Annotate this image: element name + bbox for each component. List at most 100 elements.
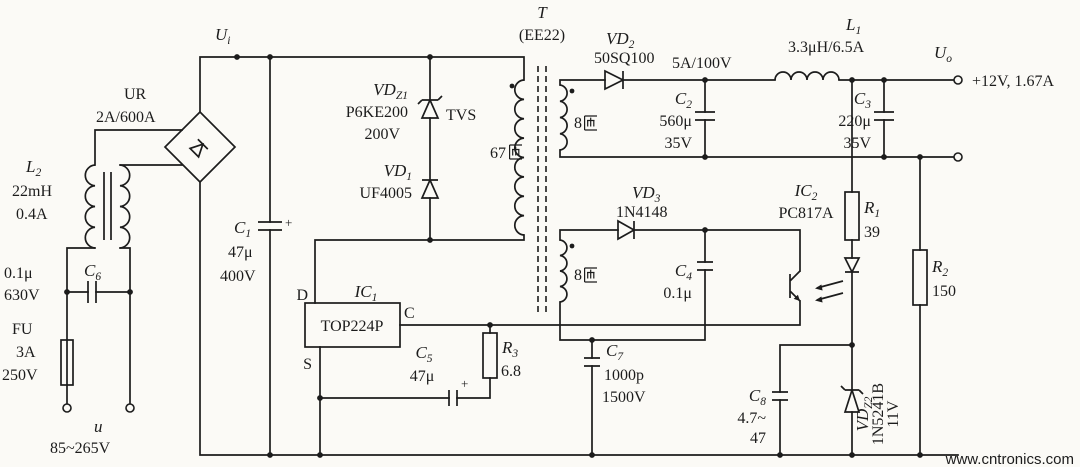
label-c3-value: 220μ xyxy=(838,113,871,130)
label-ic2: IC2 xyxy=(794,181,818,203)
label-primary-turns: 67 xyxy=(490,145,506,162)
opto-light-arrowhead-2 xyxy=(815,296,823,303)
label-ic2-part: PC817A xyxy=(778,205,834,222)
vd1-symbol xyxy=(420,177,440,199)
capacitor-c5 xyxy=(448,390,458,406)
label-vdz1-part: P6KE200 xyxy=(346,104,408,121)
label-fuse-current: 3A xyxy=(16,344,36,361)
label-vd2: VD2 xyxy=(606,29,635,51)
label-ic1: IC1 xyxy=(354,282,378,304)
label-r2-value: 150 xyxy=(932,283,956,300)
label-c4-value: 0.1μ xyxy=(663,285,692,302)
label-vd1-part: UF4005 xyxy=(360,185,412,202)
vd2-symbol xyxy=(604,69,625,91)
label-c2-voltage: 35V xyxy=(664,135,692,152)
c3-plates xyxy=(874,111,894,121)
label-vd1: VD1 xyxy=(384,161,412,183)
capacitor-c3 xyxy=(874,111,894,121)
bias-winding xyxy=(559,239,568,303)
vdz1-symbol xyxy=(417,95,443,119)
fuse-body xyxy=(60,339,74,386)
label-c8: C8 xyxy=(749,386,766,408)
primary-winding xyxy=(513,79,525,236)
label-c1-value: 47μ xyxy=(228,244,253,261)
label-tvs: TVS xyxy=(446,107,476,124)
common-mode-choke-l2 xyxy=(84,164,131,249)
label-vd3-part: 1N4148 xyxy=(616,204,668,221)
label-l1: L1 xyxy=(845,15,861,37)
l2-left-coil xyxy=(84,164,96,249)
label-l2: L2 xyxy=(25,157,41,179)
bulk-capacitor-c1 xyxy=(258,221,282,231)
circuit-wiring xyxy=(66,56,959,456)
label-c3: C3 xyxy=(854,89,871,111)
label-c8-value-1: 4.7~ xyxy=(737,410,766,427)
ac-input-terminals xyxy=(62,403,135,413)
resistor-r1 xyxy=(844,191,860,241)
zener-vdz2 xyxy=(840,385,864,413)
label-ac-range: 85~265V xyxy=(50,440,111,457)
secondary-polarity-dot xyxy=(569,88,575,94)
c6-plates xyxy=(87,281,97,303)
label-r1: R1 xyxy=(863,198,880,220)
primary-polarity-dot xyxy=(509,83,515,89)
label-vd2-rating: 5A/100V xyxy=(672,55,732,72)
opto-led xyxy=(843,257,861,274)
label-vdz1: VDZ1 xyxy=(373,80,408,102)
c8-plates xyxy=(772,391,788,401)
capacitor-c2 xyxy=(695,111,715,121)
resistor-r3 xyxy=(482,332,498,379)
transformer-t xyxy=(509,66,575,314)
c1-plates xyxy=(258,221,282,231)
label-fuse: FU xyxy=(12,321,33,338)
c7-plates xyxy=(584,357,600,367)
label-bias-turns: 8 xyxy=(574,267,582,284)
label-c7: C7 xyxy=(606,341,624,363)
opto-light-arrowhead-1 xyxy=(815,284,823,291)
transformer-core xyxy=(537,66,547,314)
label-ic1-part: TOP224P xyxy=(321,318,384,335)
label-c6-value: 0.1μ xyxy=(4,265,33,282)
label-c3-voltage: 35V xyxy=(843,135,871,152)
vd3-symbol xyxy=(617,219,636,241)
bridge-diamond xyxy=(163,110,237,184)
label-l1-value: 3.3μH/6.5A xyxy=(788,39,865,56)
c5-plates xyxy=(448,390,458,406)
optocoupler-ic2 xyxy=(789,257,861,303)
capacitor-c6 xyxy=(87,281,97,303)
output-terminal-plus xyxy=(953,75,963,85)
capacitor-c8 xyxy=(772,391,788,401)
label-c5-value: 47μ xyxy=(410,368,435,385)
watermark: www.cntronics.com xyxy=(945,451,1074,467)
c4-plates xyxy=(697,261,713,271)
diode-vd3 xyxy=(617,219,636,241)
label-l2-value: 22mH xyxy=(12,183,52,200)
diode-vd2 xyxy=(604,69,625,91)
label-c1-voltage: 400V xyxy=(220,268,256,285)
junction-dots xyxy=(64,54,923,458)
resistor-r2 xyxy=(912,249,928,306)
label-vdz1-voltage: 200V xyxy=(364,126,400,143)
output-terminal-return xyxy=(953,152,963,162)
capacitor-c4 xyxy=(697,261,713,271)
label-pin-d: D xyxy=(296,287,308,304)
label-ur: UR xyxy=(124,86,147,103)
label-vd3: VD3 xyxy=(632,183,661,205)
label-c1: C1 xyxy=(234,218,251,240)
ic1-body xyxy=(304,302,401,348)
label-r3-value: 6.8 xyxy=(501,363,521,380)
label-vd2-part: 50SQ100 xyxy=(594,50,654,67)
label-l2-current: 0.4A xyxy=(16,206,48,223)
secondary-turns-zha xyxy=(583,115,598,131)
label-c8-value-2: 47 xyxy=(750,430,766,447)
l2-core-bars xyxy=(103,172,112,240)
output-terminals xyxy=(953,75,963,162)
label-uo: Uo xyxy=(934,43,952,65)
label-r3: R3 xyxy=(501,338,518,360)
fuse xyxy=(60,339,74,386)
label-secondary-turns: 8 xyxy=(574,115,582,132)
label-c5: C5 xyxy=(415,343,432,365)
label-vdz2-part: 1N5241B xyxy=(870,383,887,445)
r3-body xyxy=(482,332,498,379)
